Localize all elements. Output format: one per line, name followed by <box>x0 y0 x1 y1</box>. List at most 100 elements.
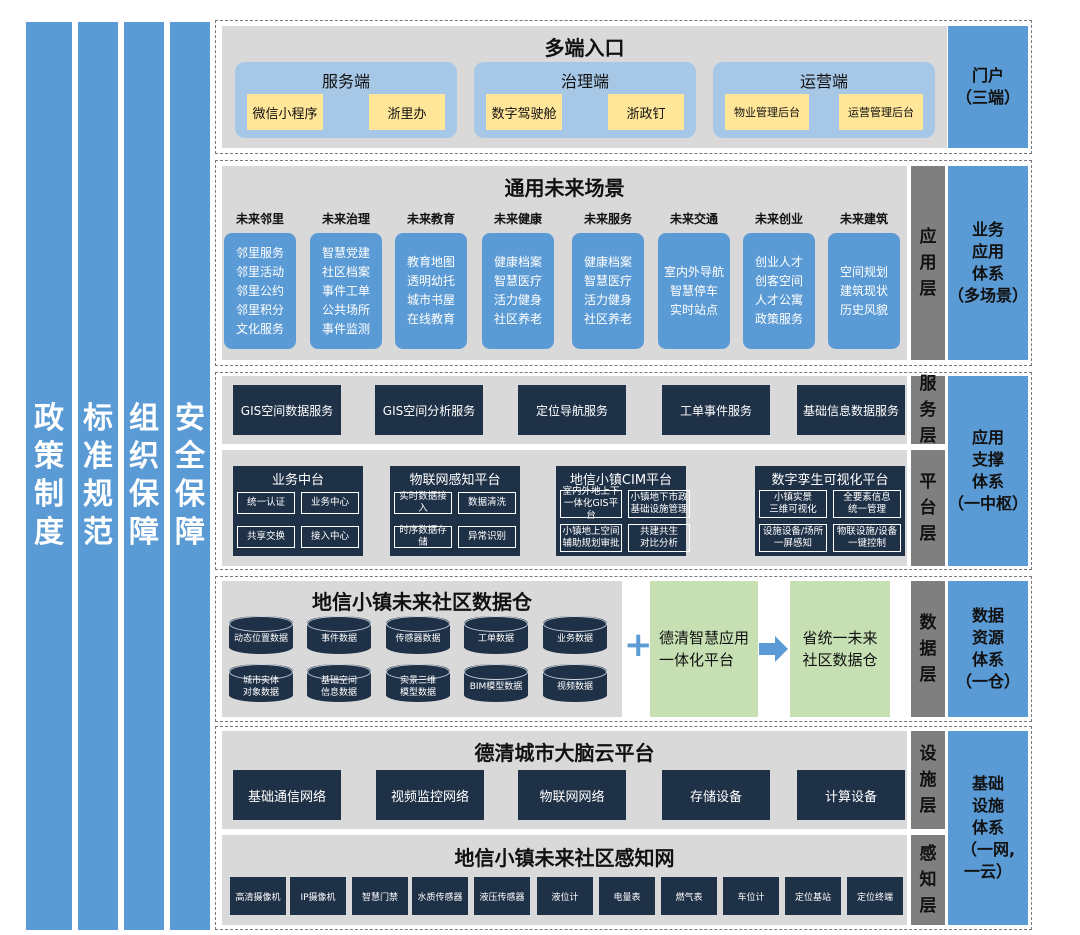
platform-item[interactable]: 实时数据接入 <box>394 491 452 514</box>
platform-item[interactable]: 异常识别 <box>458 526 516 548</box>
platform-item-line: 对比分析 <box>639 538 678 549</box>
portal-entry-button[interactable]: 数字驾驶舱 <box>486 94 562 130</box>
data-cylinder-label: 实景三维模型数据 <box>400 675 436 699</box>
platform-item[interactable]: 设施设备/场所一屏感知 <box>759 524 827 552</box>
portal-entry-button[interactable]: 浙里办 <box>369 94 445 130</box>
platform-item[interactable]: 小镇地下市政基础设施管理 <box>628 490 690 518</box>
sensor-button[interactable]: 车位计 <box>723 877 779 915</box>
data-cylinder: 事件数据 <box>307 616 371 654</box>
data-cylinder: 工单数据 <box>464 616 528 654</box>
platform-item-line: 设施设备/场所 <box>762 526 824 537</box>
sensor-button[interactable]: 定位基站 <box>785 877 841 915</box>
platform-item[interactable]: 时序数据存储 <box>394 525 452 548</box>
column-char: 范 <box>83 515 113 550</box>
platform-item[interactable]: 小镇地上空间辅助规划审批 <box>560 524 622 552</box>
sensor-button[interactable]: 液压传感器 <box>474 877 530 915</box>
column-char: 全 <box>175 439 205 474</box>
service-button[interactable]: GIS空间分析服务 <box>375 385 483 435</box>
right-label-line: （一网, <box>960 840 1016 859</box>
platform-item[interactable]: 共建共生对比分析 <box>628 524 690 552</box>
layer-char: 层 <box>919 426 937 446</box>
portal-entry-button[interactable]: 运营管理后台 <box>839 94 923 130</box>
platform-title: 地信小镇CIM平台 <box>569 473 673 488</box>
data-cylinder-line: 视频数据 <box>556 682 593 692</box>
scene-card[interactable]: 智慧党建社区档案事件工单公共场所事件监测 <box>310 233 382 349</box>
platform-title: 物联网感知平台 <box>409 473 501 488</box>
scene-item: 事件工单 <box>321 283 370 298</box>
scene-item: 活力健身 <box>583 293 632 307</box>
infra-button[interactable]: 存储设备 <box>662 770 770 820</box>
scene-title: 未来治理 <box>321 212 370 226</box>
scene-title: 未来健康 <box>493 212 542 226</box>
scene-card[interactable]: 健康档案智慧医疗活力健身社区养老 <box>572 233 644 349</box>
sensor-button[interactable]: 定位终端 <box>847 877 903 915</box>
platform-item-line: 小镇地上空间 <box>562 526 620 537</box>
platform-item-line: 室内外地上下 <box>562 486 620 497</box>
sensor-button[interactable]: IP摄像机 <box>290 877 346 915</box>
data-cylinder-line: 传感器数据 <box>395 634 441 644</box>
layer-char: 层 <box>919 796 937 816</box>
service-button[interactable]: 定位导航服务 <box>518 385 626 435</box>
right-label-line: 一云） <box>963 862 1012 881</box>
infra-button[interactable]: 物联网网络 <box>518 770 626 820</box>
scene-card[interactable]: 健康档案智慧医疗活力健身社区养老 <box>482 233 554 349</box>
platform-item[interactable]: 数据清洗 <box>458 492 516 514</box>
layer-char: 应 <box>919 227 937 247</box>
platform-item[interactable]: 业务中心 <box>301 492 359 514</box>
data-cylinder: 业务数据 <box>543 616 607 654</box>
scene-card[interactable]: 空间规划建筑现状历史风貌 <box>828 233 900 349</box>
data-cylinder-line: 城市实体 <box>242 676 279 686</box>
scene-title: 未来建筑 <box>839 212 888 226</box>
platform-item[interactable]: 共享交换 <box>237 526 295 548</box>
right-label-line: 体系 <box>971 472 1004 491</box>
province-warehouse-box: 省统一未来社区数据仓 <box>790 581 890 717</box>
infra-button[interactable]: 视频监控网络 <box>376 770 484 820</box>
sensor-button[interactable]: 液位计 <box>537 877 593 915</box>
layer-char: 层 <box>919 665 937 685</box>
platform-item[interactable]: 全要素信息统一管理 <box>833 490 901 518</box>
sensor-button[interactable]: 电量表 <box>599 877 655 915</box>
scene-card[interactable]: 室内外导航智慧停车实时站点 <box>658 233 730 349</box>
portal-group-title: 运营端 <box>799 72 848 91</box>
platform-item[interactable]: 接入中心 <box>301 526 359 548</box>
scene-item: 邻里积分 <box>235 302 284 317</box>
infra-button[interactable]: 计算设备 <box>797 770 905 820</box>
scene-card[interactable]: 教育地图透明幼托城市书屋在线教育 <box>395 233 467 349</box>
sensor-button[interactable]: 燃气表 <box>661 877 717 915</box>
column-char: 织 <box>129 439 159 474</box>
service-button[interactable]: 工单事件服务 <box>662 385 770 435</box>
right-label-line: 应用 <box>971 242 1004 261</box>
sensor-button[interactable]: 高清摄像机 <box>230 877 286 915</box>
right-label-line: 体系 <box>971 264 1004 283</box>
portal-group-title: 治理端 <box>560 72 609 91</box>
standard-column: 标准规范 <box>78 22 118 930</box>
platform-item-line: 一键控制 <box>847 538 886 549</box>
platform-item-line: 辅助规划审批 <box>562 538 620 549</box>
data-cylinder-label: 工单数据 <box>478 633 514 645</box>
portal-entry-button[interactable]: 物业管理后台 <box>725 94 809 130</box>
column-char: 保 <box>129 477 159 512</box>
application-title: 通用未来场景 <box>504 176 625 200</box>
scene-title: 未来邻里 <box>235 212 284 226</box>
platform-item[interactable]: 小镇实景三维可视化 <box>759 490 827 518</box>
infra-button[interactable]: 基础通信网络 <box>233 770 341 820</box>
platform-item-line: 数据清洗 <box>467 497 506 508</box>
sensor-button[interactable]: 智慧门禁 <box>352 877 408 915</box>
column-char: 准 <box>83 439 113 474</box>
scene-card[interactable]: 创业人才创客空间人才公寓政策服务 <box>743 233 815 349</box>
sensor-button[interactable]: 水质传感器 <box>412 877 468 915</box>
column-char: 策 <box>34 439 64 474</box>
data-cylinder-line: BIM模型数据 <box>469 682 523 692</box>
portal-group: 服务端微信小程序浙里办 <box>235 62 457 138</box>
scene-item: 室内外导航 <box>663 264 724 279</box>
platform-item[interactable]: 统一认证 <box>237 492 295 514</box>
platform-item-line: 一屏感知 <box>773 538 812 549</box>
service-button[interactable]: 基础信息数据服务 <box>797 385 905 435</box>
application-layer-label: 应用层 <box>911 166 945 360</box>
service-button[interactable]: GIS空间数据服务 <box>233 385 341 435</box>
portal-entry-button[interactable]: 微信小程序 <box>247 94 323 130</box>
scene-card[interactable]: 邻里服务邻里活动邻里公约邻里积分文化服务 <box>224 233 296 349</box>
portal-entry-button[interactable]: 浙政钉 <box>608 94 684 130</box>
platform-item[interactable]: 室内外地上下一体化GIS平台 <box>560 486 622 521</box>
platform-item[interactable]: 物联设施/设备一键控制 <box>833 524 901 552</box>
